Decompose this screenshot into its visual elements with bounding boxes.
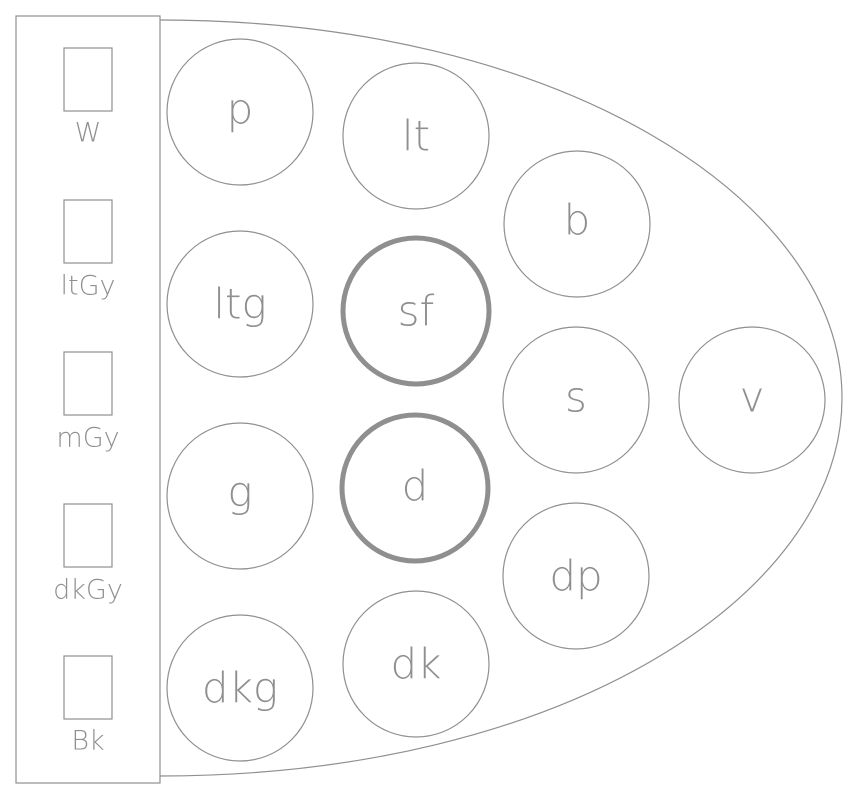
- tone-label: s: [565, 373, 587, 422]
- tone-label: dkg: [202, 664, 278, 713]
- tone-circle-ring: [166, 422, 314, 570]
- gray-swatch-box: [63, 655, 113, 720]
- gray-swatch-dkgy: dkGy: [53, 503, 123, 606]
- gray-swatch-mgy: mGy: [56, 351, 120, 454]
- tone-circle-ring: [678, 326, 826, 474]
- gray-swatch-box: [63, 351, 113, 416]
- tone-circle-lt: lt: [342, 62, 490, 210]
- tone-label: sf: [398, 287, 435, 336]
- tone-label: b: [564, 196, 591, 245]
- gray-swatch-label: W: [75, 118, 102, 149]
- tone-circle-ltg: ltg: [166, 230, 314, 378]
- tone-label: dp: [549, 552, 602, 601]
- gray-swatch-ltgy: ltGy: [61, 199, 116, 302]
- gray-swatch-box: [63, 503, 113, 568]
- tone-circle-dk: dk: [342, 590, 490, 738]
- tone-circle-ring: [166, 230, 314, 378]
- tone-region-outline: [159, 19, 843, 777]
- gray-swatch-label: mGy: [56, 423, 119, 454]
- tone-label: dk: [391, 640, 442, 689]
- tone-circle-g: g: [166, 422, 314, 570]
- gray-swatch-bk: Bk: [63, 655, 113, 757]
- tone-circle-sf: sf: [340, 235, 492, 387]
- tone-circle-v: v: [678, 326, 826, 474]
- tone-label: d: [402, 462, 429, 511]
- tone-label: g: [227, 468, 252, 517]
- tone-circle-ring: [342, 62, 490, 210]
- tone-circle-dp: dp: [502, 502, 650, 650]
- tone-circle-ring: [502, 502, 650, 650]
- tone-circle-p: p: [166, 38, 314, 186]
- tone-circle-ring: [503, 150, 651, 298]
- tone-circle-ring-emphasized: [339, 412, 491, 564]
- gray-swatch-box: [63, 199, 113, 264]
- gray-swatch-box: [63, 47, 113, 112]
- tone-circle-ring: [166, 38, 314, 186]
- tone-circle-d: d: [339, 412, 491, 564]
- tone-label: v: [740, 373, 765, 422]
- gray-swatch-w: W: [63, 47, 113, 149]
- tone-circle-ring: [166, 614, 314, 762]
- grayscale-panel: [15, 15, 161, 784]
- gray-swatch-label: Bk: [71, 726, 104, 757]
- tone-circle-ring: [502, 326, 650, 474]
- gray-swatch-label: dkGy: [53, 575, 123, 606]
- tone-circle-ring: [342, 590, 490, 738]
- gray-swatch-label: ltGy: [61, 271, 116, 302]
- tone-circle-ring-emphasized: [340, 235, 492, 387]
- tone-circle-s: s: [502, 326, 650, 474]
- tone-circle-dkg: dkg: [166, 614, 314, 762]
- tone-label: ltg: [213, 280, 266, 329]
- tone-label: lt: [402, 112, 430, 161]
- tone-label: p: [227, 85, 254, 134]
- tone-circle-b: b: [503, 150, 651, 298]
